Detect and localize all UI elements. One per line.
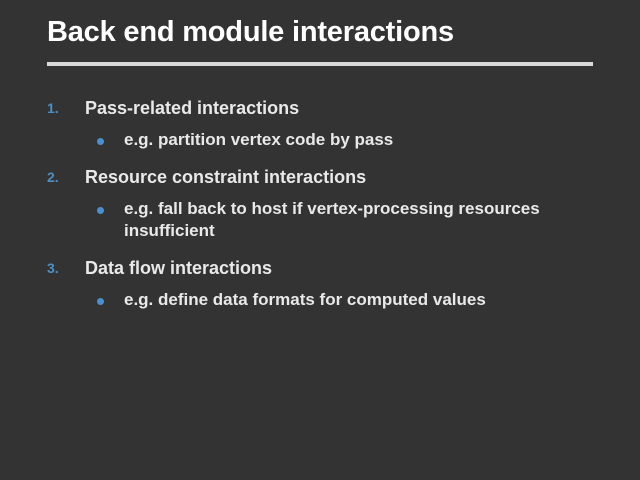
- title-divider: [47, 62, 593, 66]
- list-item: 1. Pass-related interactions: [0, 96, 640, 120]
- list-marker-1: 1.: [47, 100, 59, 116]
- sub-list: e.g. fall back to host if vertex-process…: [0, 198, 640, 242]
- list-marker-2: 2.: [47, 169, 59, 185]
- sub-list-item-label: e.g. partition vertex code by pass: [124, 130, 394, 149]
- title-block: Back end module interactions: [47, 14, 593, 50]
- bullet-dot-icon: [97, 298, 104, 305]
- sub-list-item-label: e.g. fall back to host if vertex-process…: [124, 199, 540, 240]
- sub-list-item-label: e.g. define data formats for computed va…: [124, 290, 486, 309]
- list-item-label: Data flow interactions: [85, 258, 273, 278]
- page-title: Back end module interactions: [47, 16, 454, 48]
- list-item: 2. Resource constraint interactions: [0, 165, 640, 189]
- list-item: 3. Data flow interactions: [0, 256, 640, 280]
- sub-list-item: e.g. fall back to host if vertex-process…: [0, 198, 640, 242]
- content-list: 1. Pass-related interactions e.g. partit…: [0, 96, 640, 325]
- bullet-dot-icon: [97, 207, 104, 214]
- list-item-label: Resource constraint interactions: [85, 167, 367, 187]
- sub-list-item: e.g. partition vertex code by pass: [0, 129, 640, 151]
- list-marker-3: 3.: [47, 260, 59, 276]
- sub-list: e.g. define data formats for computed va…: [0, 289, 640, 311]
- sub-list-item: e.g. define data formats for computed va…: [0, 289, 640, 311]
- bullet-dot-icon: [97, 138, 104, 145]
- list-item-label: Pass-related interactions: [85, 98, 300, 118]
- sub-list: e.g. partition vertex code by pass: [0, 129, 640, 151]
